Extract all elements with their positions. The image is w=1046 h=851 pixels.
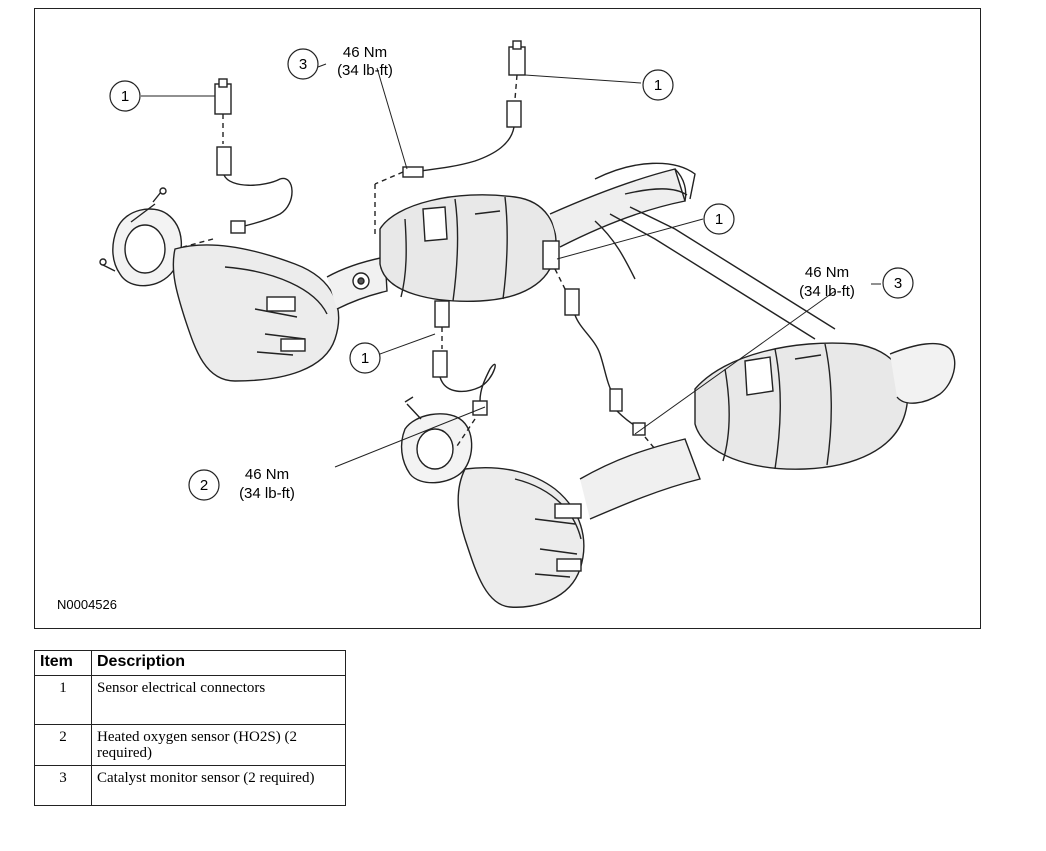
legend-row: 1 Sensor electrical connectors xyxy=(34,675,346,725)
legend-header-description: Description xyxy=(91,650,346,676)
callout-circles xyxy=(109,48,914,501)
figure-frame: 1 3 1 1 3 1 2 46 Nm (34 lb-ft) 46 Nm (34… xyxy=(34,8,981,629)
left-manifold-pipe xyxy=(99,162,836,382)
legend-row: 3 Catalyst monitor sensor (2 required) xyxy=(34,765,346,806)
torque-label-right-lbft: (34 lb-ft) xyxy=(799,283,855,300)
legend-item-description: Sensor electrical connectors xyxy=(91,675,346,725)
leader-lines xyxy=(141,63,881,488)
figure-id: N0004526 xyxy=(57,597,117,612)
torque-label-right-nm: 46 Nm xyxy=(805,264,849,281)
legend-item-number: 2 xyxy=(34,724,92,766)
legend-item-description: Catalyst monitor sensor (2 required) xyxy=(91,765,346,806)
callout-3-right: 3 xyxy=(894,275,902,292)
exhaust-diagram: 1 3 1 1 3 1 2 46 Nm (34 lb-ft) 46 Nm (34… xyxy=(57,40,956,612)
callout-1-top-right: 1 xyxy=(654,77,662,94)
torque-label-left-nm: 46 Nm xyxy=(245,466,289,483)
right-manifold-pipe xyxy=(400,342,956,608)
legend-item-number: 3 xyxy=(34,765,92,806)
legend-header-row: Item Description xyxy=(34,650,346,676)
legend-table: Item Description 1 Sensor electrical con… xyxy=(34,650,346,806)
callout-1-center: 1 xyxy=(361,350,369,367)
callout-2: 2 xyxy=(200,477,208,494)
legend-row: 2 Heated oxygen sensor (HO2S) (2 require… xyxy=(34,724,346,766)
legend-header-item: Item xyxy=(34,650,92,676)
torque-label-top-lbft: (34 lb-ft) xyxy=(337,62,393,79)
callout-1-right: 1 xyxy=(715,211,723,228)
torque-label-left-lbft: (34 lb-ft) xyxy=(239,485,295,502)
sensors-and-wiring xyxy=(182,40,656,450)
torque-label-top-nm: 46 Nm xyxy=(343,44,387,61)
legend-item-description: Heated oxygen sensor (HO2S) (2 required) xyxy=(91,724,346,766)
callout-3-top: 3 xyxy=(299,56,307,73)
callout-1-top-left: 1 xyxy=(121,88,129,105)
legend-item-number: 1 xyxy=(34,675,92,725)
